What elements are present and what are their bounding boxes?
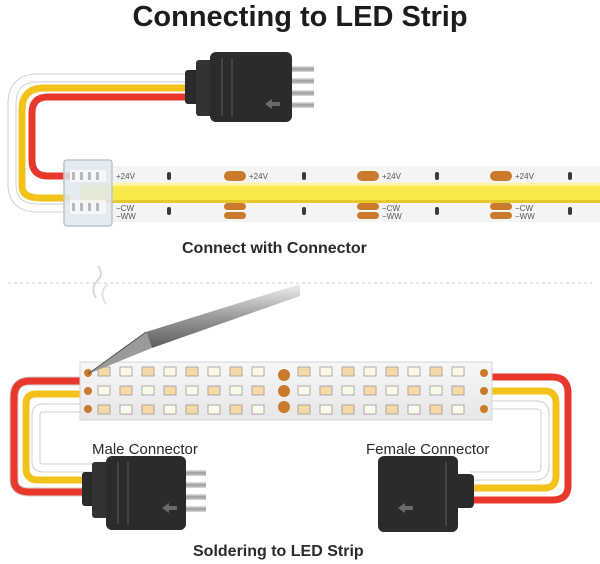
pad-label-cw: −CW (382, 204, 400, 213)
bottom-right-wires (470, 373, 572, 504)
strip-clip-connector (63, 159, 113, 227)
top-wires (7, 73, 190, 213)
pad-label-cw: −CW (515, 204, 533, 213)
pad-label-ww: −WW (116, 212, 136, 221)
soldering-iron (87, 265, 300, 375)
top-male-connector (185, 52, 314, 122)
solder-method-caption: Soldering to LED Strip (193, 543, 364, 560)
pad-label-positive: +24V (116, 172, 136, 181)
bottom-male-connector (82, 456, 206, 530)
pad-label-cw: −CW (116, 204, 134, 213)
male-connector-label: Male Connector (92, 441, 198, 458)
female-connector-label: Female Connector (366, 441, 490, 458)
pad-label-ww: −WW (515, 212, 535, 221)
led-chips (97, 366, 465, 415)
pad-label-positive: +24V (249, 172, 269, 181)
strip-copper-pads (224, 171, 512, 219)
cob-strip (80, 166, 600, 222)
strip-pad-labels: +24V −CW −WW +24V +24V −CW −WW +24V −CW … (116, 172, 535, 221)
strip-dark-marks (167, 172, 572, 215)
pad-label-positive: +24V (515, 172, 535, 181)
pad-label-positive: +24V (382, 172, 402, 181)
bottom-left-wires (9, 376, 96, 497)
page-title: Connecting to LED Strip (132, 1, 468, 33)
connector-method-caption: Connect with Connector (182, 240, 367, 257)
pad-label-ww: −WW (382, 212, 402, 221)
bottom-female-connector (378, 456, 474, 532)
